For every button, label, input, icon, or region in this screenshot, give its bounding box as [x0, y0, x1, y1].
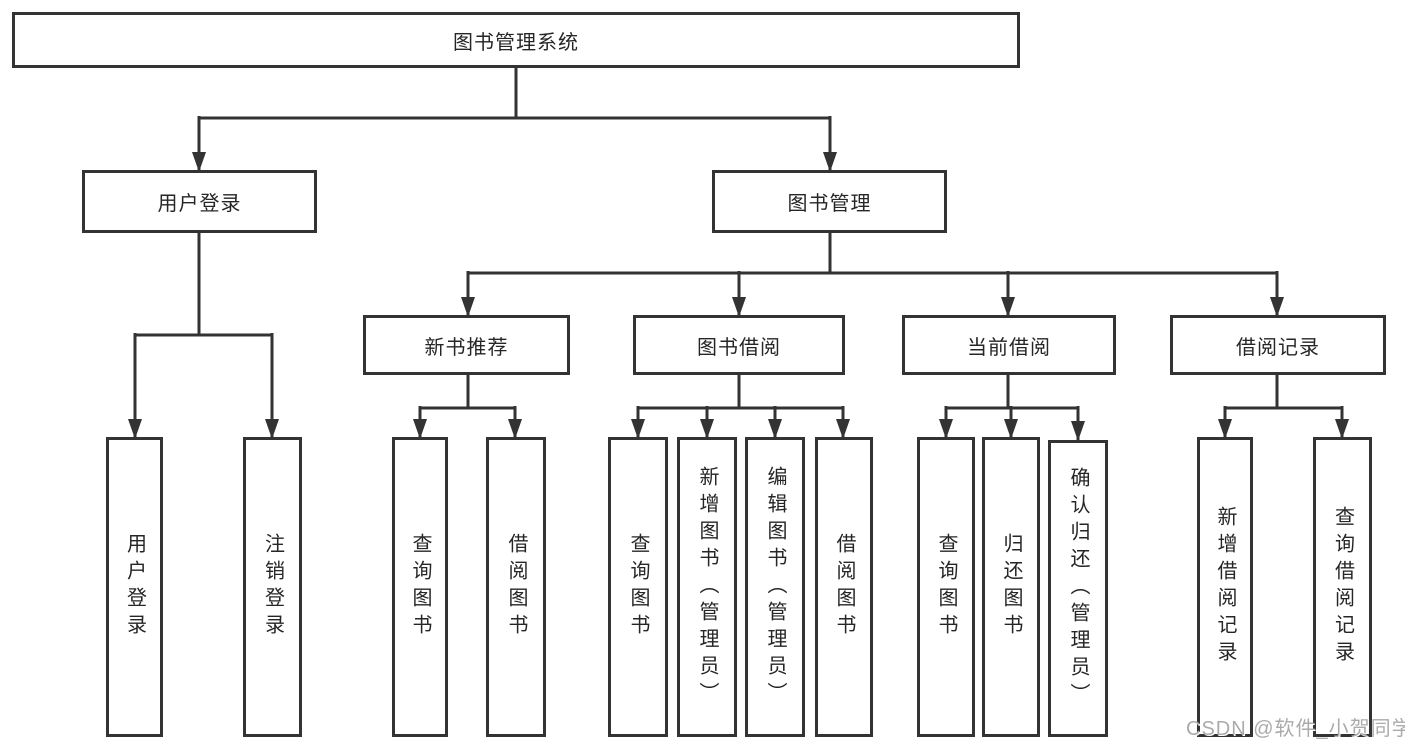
node-query-books-current: 查询图书 — [917, 437, 975, 737]
node-logout: 注销登录 — [243, 437, 302, 737]
node-query-books-borrowing: 查询图书 — [608, 437, 668, 737]
node-add-borrow-record-label: 新增借阅记录 — [1214, 506, 1236, 668]
node-borrow-books-borrowing: 借阅图书 — [815, 437, 873, 737]
node-edit-books-admin: 编辑图书（管理员） — [745, 437, 805, 737]
node-edit-books-admin-label: 编辑图书（管理员） — [764, 465, 786, 709]
node-add-borrow-record: 新增借阅记录 — [1197, 437, 1253, 737]
node-query-books-current-label: 查询图书 — [935, 533, 957, 641]
node-user-login-label: 用户登录 — [157, 193, 242, 215]
node-book-management: 图书管理 — [712, 170, 947, 233]
csdn-watermark: CSDN @软件_小贺同学 — [1186, 718, 1405, 740]
node-user-login-leaf: 用户登录 — [106, 437, 163, 737]
node-library-system-label: 图书管理系统 — [453, 31, 579, 54]
node-library-system: 图书管理系统 — [12, 12, 1020, 68]
node-user-login: 用户登录 — [82, 170, 317, 233]
node-borrowing-records: 借阅记录 — [1170, 315, 1386, 375]
node-query-books-recommend-label: 查询图书 — [409, 533, 431, 641]
node-borrowing-records-label: 借阅记录 — [1236, 336, 1320, 359]
node-query-books-recommend: 查询图书 — [392, 437, 448, 737]
node-query-borrow-record: 查询借阅记录 — [1313, 437, 1372, 737]
node-new-book-recommend-label: 新书推荐 — [424, 336, 509, 359]
node-current-borrowing: 当前借阅 — [902, 315, 1116, 375]
node-query-borrow-record-label: 查询借阅记录 — [1331, 506, 1354, 668]
node-add-books-admin-label: 新增图书（管理员） — [696, 465, 718, 709]
node-return-books-label: 归还图书 — [1000, 533, 1022, 641]
node-confirm-return-admin-label: 确认归还（管理员） — [1067, 467, 1089, 710]
node-confirm-return-admin: 确认归还（管理员） — [1048, 440, 1108, 737]
arrowheads — [128, 152, 1349, 441]
node-book-management-label: 图书管理 — [787, 193, 872, 215]
node-return-books: 归还图书 — [982, 437, 1040, 737]
node-new-book-recommend: 新书推荐 — [363, 315, 570, 375]
node-logout-label: 注销登录 — [261, 533, 284, 641]
node-borrow-books-recommend-label: 借阅图书 — [505, 533, 527, 641]
node-current-borrowing-label: 当前借阅 — [967, 336, 1051, 359]
node-book-borrowing-label: 图书借阅 — [697, 336, 781, 359]
node-borrow-books-recommend: 借阅图书 — [486, 437, 546, 737]
node-book-borrowing: 图书借阅 — [633, 315, 845, 375]
node-borrow-books-borrowing-label: 借阅图书 — [833, 533, 855, 641]
node-add-books-admin: 新增图书（管理员） — [677, 437, 737, 737]
node-user-login-leaf-label: 用户登录 — [123, 533, 146, 641]
node-query-books-borrowing-label: 查询图书 — [627, 533, 649, 641]
